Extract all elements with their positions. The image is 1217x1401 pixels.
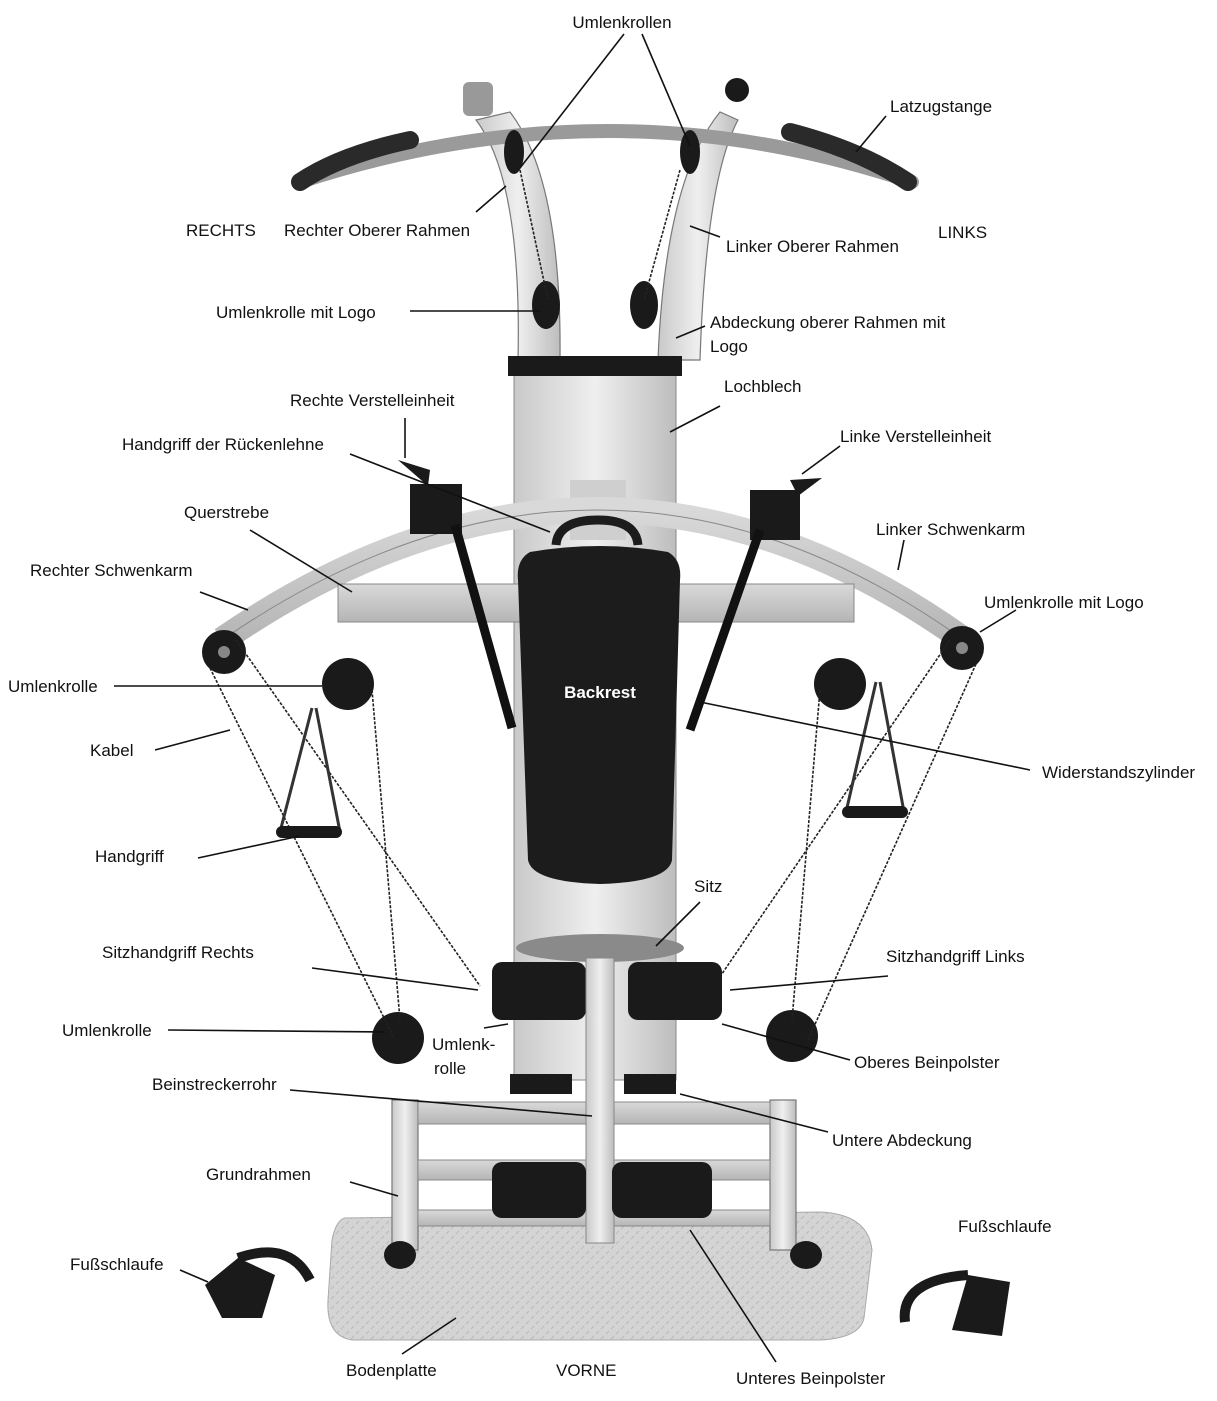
label-latzugstange: Latzugstange xyxy=(890,97,992,116)
label-widerstandszylinder: Widerstandszylinder xyxy=(1042,763,1195,782)
label-rechter-oberer-rahmen: Rechter Oberer Rahmen xyxy=(284,221,470,240)
label-abdeckung-line2: Logo xyxy=(710,337,748,356)
label-umlenkrolle-unten: Umlenkrolle xyxy=(62,1021,152,1040)
label-umlenkrolle-oben: Umlenkrolle xyxy=(8,677,98,696)
label-fussschlaufe-rechts: Fußschlaufe xyxy=(958,1217,1052,1236)
label-handgriff: Handgriff xyxy=(95,847,164,866)
label-rechte-verstelleinheit: Rechte Verstelleinheit xyxy=(290,391,455,410)
label-sitzhandgriff-links: Sitzhandgriff Links xyxy=(886,947,1025,966)
label-backrest: Backrest xyxy=(564,683,636,702)
label-sitz: Sitz xyxy=(694,877,722,896)
label-lochblech: Lochblech xyxy=(724,377,802,396)
label-umlenkrollen: Umlenkrollen xyxy=(572,13,671,32)
label-vorne: VORNE xyxy=(556,1361,616,1380)
label-linke-verstelleinheit: Linke Verstelleinheit xyxy=(840,427,991,446)
label-linker-oberer-rahmen: Linker Oberer Rahmen xyxy=(726,237,899,256)
label-oberes-beinpolster: Oberes Beinpolster xyxy=(854,1053,1000,1072)
label-umlenkrolle-mit-logo-oben: Umlenkrolle mit Logo xyxy=(216,303,376,322)
label-untere-abdeckung: Untere Abdeckung xyxy=(832,1131,972,1150)
label-umlenkrolle-mitte-line1: Umlenk- xyxy=(432,1035,495,1054)
label-sitzhandgriff-rechts: Sitzhandgriff Rechts xyxy=(102,943,254,962)
backrest-pad xyxy=(518,546,681,884)
label-grundrahmen: Grundrahmen xyxy=(206,1165,311,1184)
label-handgriff-rueckenlehne: Handgriff der Rückenlehne xyxy=(122,435,324,454)
label-bodenplatte: Bodenplatte xyxy=(346,1361,437,1380)
label-rechts: RECHTS xyxy=(186,221,256,240)
label-umlenkrolle-mitte-line2: rolle xyxy=(434,1059,466,1078)
label-linker-schwenkarm: Linker Schwenkarm xyxy=(876,520,1025,539)
label-unteres-beinpolster: Unteres Beinpolster xyxy=(736,1369,886,1388)
machine-illustration xyxy=(202,78,1010,1340)
lat-bar xyxy=(300,131,912,182)
upper-frame xyxy=(463,78,749,360)
label-umlenkrolle-mit-logo-rechts: Umlenkrolle mit Logo xyxy=(984,593,1144,612)
label-fussschlaufe-links: Fußschlaufe xyxy=(70,1255,164,1274)
label-links: LINKS xyxy=(938,223,987,242)
label-querstrebe: Querstrebe xyxy=(184,503,269,522)
label-rechter-schwenkarm: Rechter Schwenkarm xyxy=(30,561,193,580)
label-beinstreckerrohr: Beinstreckerrohr xyxy=(152,1075,277,1094)
label-kabel: Kabel xyxy=(90,741,133,760)
label-abdeckung-line1: Abdeckung oberer Rahmen mit xyxy=(710,313,946,332)
